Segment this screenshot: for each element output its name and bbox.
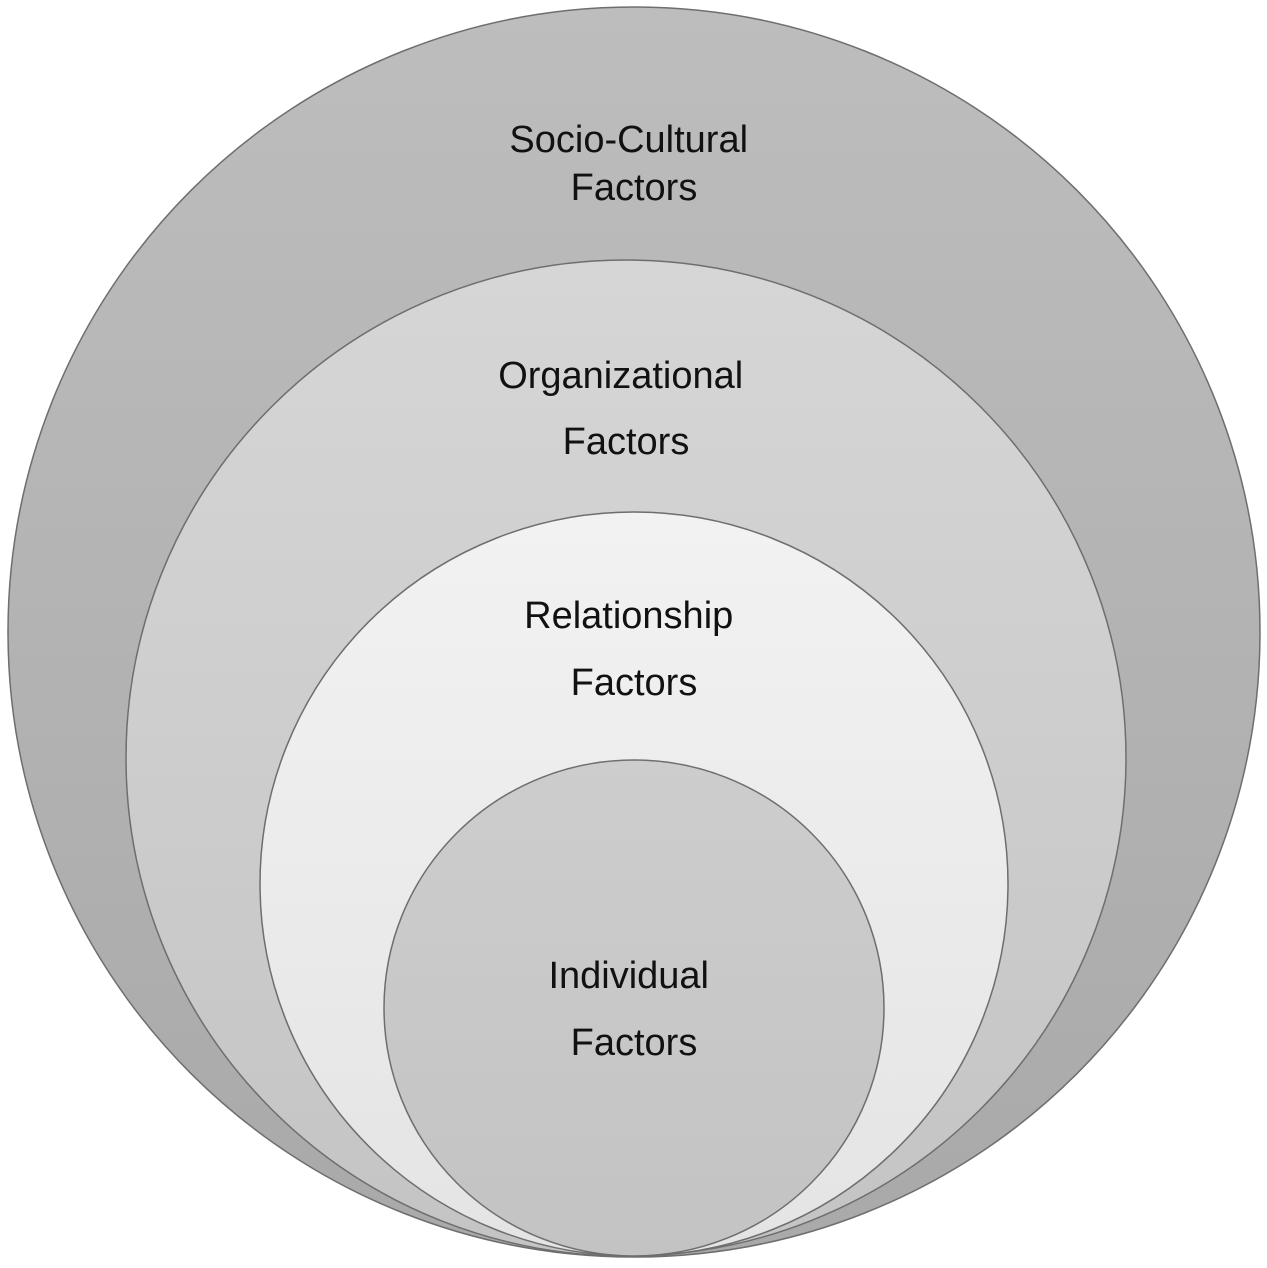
individual-circle (383, 759, 885, 1257)
relationship-label: Relationship Factors (524, 595, 744, 704)
layer-individual: Individual Factors (383, 759, 885, 1257)
socio-cultural-label: Socio-Cultural Factors (509, 119, 758, 209)
organizational-label: Organizational Factors (498, 355, 754, 463)
individual-label: Individual Factors (548, 955, 719, 1064)
